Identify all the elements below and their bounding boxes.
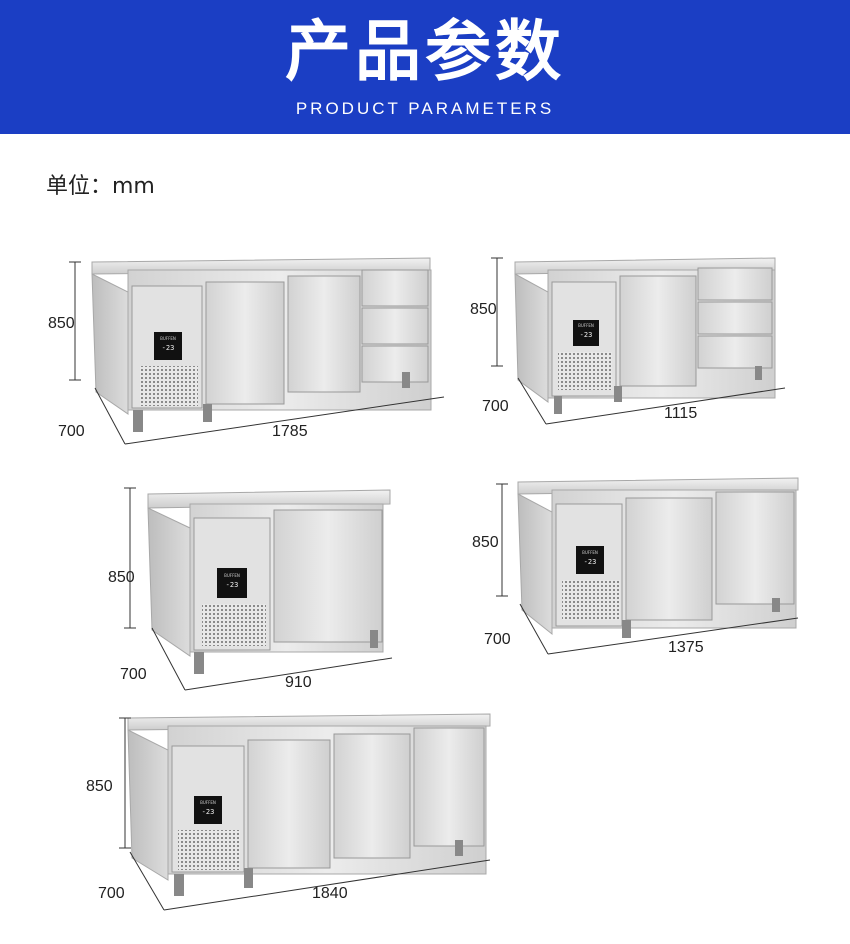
page-title: 产品参数: [285, 13, 565, 90]
depth-label-1840: 700: [98, 885, 125, 902]
unit-label: 单位：mm: [46, 174, 155, 199]
display-readout-910: -23: [226, 581, 239, 589]
fridge-1115: [514, 257, 776, 414]
fridge-1375: [517, 477, 799, 638]
display-readout-1785: -23: [162, 344, 175, 352]
fridge-1840: [127, 713, 491, 896]
height-label-1840: 850: [86, 778, 113, 795]
depth-label-1375: 700: [484, 631, 511, 648]
brand-1785: BUFFEN: [160, 336, 176, 341]
depth-label-1785: 700: [58, 423, 85, 440]
width-label-1375: 1375: [668, 639, 704, 656]
height-label-1785: 850: [48, 315, 75, 332]
display-readout-1115: -23: [580, 331, 593, 339]
page-subtitle: PRODUCT PARAMETERS: [295, 99, 555, 118]
height-label-1115: 850: [470, 301, 497, 318]
height-label-910: 850: [108, 569, 135, 586]
brand-1375: BUFFEN: [582, 550, 598, 555]
dim-lines-1840: [119, 717, 491, 911]
depth-label-910: 700: [120, 666, 147, 683]
brand-910: BUFFEN: [224, 573, 240, 578]
width-label-1115: 1115: [664, 405, 698, 422]
dim-lines-1115: [491, 257, 786, 425]
fridge-910: [147, 489, 391, 674]
width-label-1785: 1785: [272, 423, 308, 440]
brand-1840: BUFFEN: [200, 800, 216, 805]
display-readout-1375: -23: [584, 558, 597, 566]
depth-label-1115: 700: [482, 398, 509, 415]
dim-lines-1785: [69, 261, 445, 445]
fridge-1785: [91, 257, 432, 432]
dim-lines-910: [124, 487, 393, 691]
width-label-910: 910: [285, 674, 312, 691]
width-label-1840: 1840: [312, 885, 348, 902]
header-banner: 产品参数 PRODUCT PARAMETERS: [0, 0, 850, 134]
brand-1115: BUFFEN: [578, 323, 594, 328]
height-label-1375: 850: [472, 534, 499, 551]
dim-lines-1375: [496, 483, 799, 655]
display-readout-1840: -23: [202, 808, 215, 816]
